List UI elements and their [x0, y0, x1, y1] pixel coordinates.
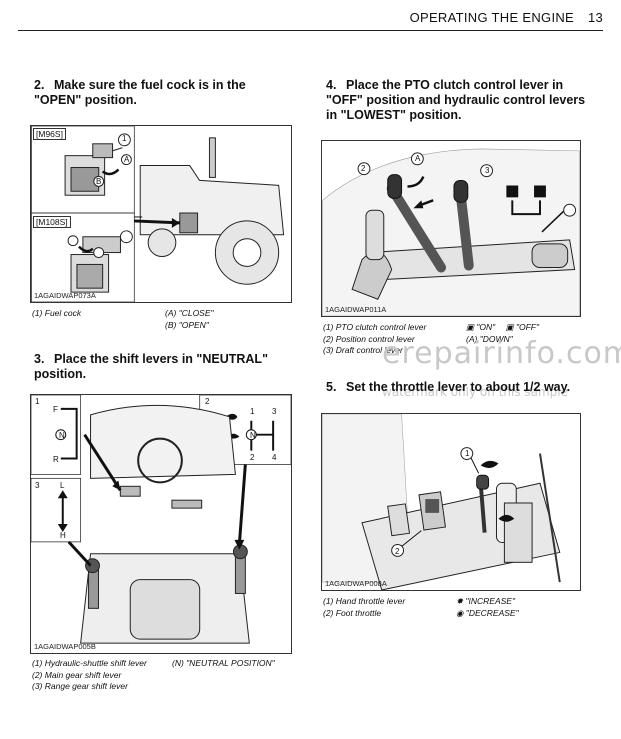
label-low: L — [60, 481, 65, 490]
caption-draft-control: (3) Draft control lever — [323, 345, 403, 355]
step-5: 5. Set the throttle lever to about 1/2 wa… — [326, 380, 596, 395]
gear-3-label: 3 — [272, 407, 277, 416]
figure-fuel-cock: [M96S] [M108S] 1 A B 1AGAIDWAP073A — [30, 125, 292, 303]
step-3: 3.Place the shift levers in "NEUTRAL" po… — [34, 352, 284, 382]
caption-increase: "INCREASE" — [465, 596, 516, 606]
pto-caption-left: (1) PTO clutch control lever (2) Positio… — [323, 322, 426, 357]
step-4: 4.Place the PTO clutch control lever in … — [326, 78, 596, 123]
shift-caption-right: (N) "NEUTRAL POSITION" — [172, 658, 275, 670]
pto-caption-right: ▣ "ON" ▣ "OFF" (A) "DOWN" — [466, 322, 539, 345]
shift-levers-illustration — [31, 395, 291, 644]
fuel-caption-right: (A) "CLOSE" (B) "OPEN" — [165, 308, 214, 331]
caption-hydraulic-shuttle: (1) Hydraulic-shuttle shift lever — [32, 658, 147, 668]
caption-down: (A) "DOWN" — [466, 333, 513, 344]
figure-id: 1AGAIDWAP073A — [34, 291, 96, 300]
step-3-text: Place the shift levers in "NEUTRAL" posi… — [34, 352, 268, 381]
step-2-number: 2. — [34, 78, 45, 92]
step-2-text: Make sure the fuel cock is in the "OPEN"… — [34, 78, 246, 107]
model-label-m96s: [M96S] — [33, 128, 66, 140]
throttle-illustration — [322, 414, 561, 590]
fuel-caption-left: (1) Fuel cock — [32, 308, 81, 320]
off-icon: ▣ — [505, 322, 514, 332]
callout-2: 2 — [395, 547, 400, 556]
caption-open: (B) "OPEN" — [165, 319, 209, 330]
step-5-number: 5. — [326, 380, 337, 394]
step-2: 2.Make sure the fuel cock is in the "OPE… — [34, 78, 264, 108]
gear-4-label: 4 — [272, 453, 277, 462]
turtle-icon: ◉ — [456, 607, 464, 618]
caption-neutral-position: (N) "NEUTRAL POSITION" — [172, 658, 275, 668]
header-title: OPERATING THE ENGINE — [409, 10, 575, 25]
gear-neutral-label: N — [250, 431, 256, 440]
caption-on: "ON" — [476, 322, 496, 332]
figure-id: 1AGAIDWAP005B — [34, 642, 96, 651]
caption-pto-clutch: (1) PTO clutch control lever — [323, 322, 427, 332]
caption-range-gear: (3) Range gear shift lever — [32, 681, 128, 691]
fuel-cock-illustration — [31, 126, 285, 302]
callout-1: 1 — [465, 449, 470, 458]
caption-main-gear: (2) Main gear shift lever — [32, 669, 122, 680]
caption-off: "OFF" — [515, 322, 540, 332]
gear-2-label: 2 — [250, 453, 255, 462]
caption-position-control: (2) Position control lever — [323, 333, 415, 344]
callout-1: 1 — [122, 134, 127, 143]
callout-a: A — [124, 155, 130, 164]
figure-throttle: 1 2 1AGAIDWAP008A — [321, 413, 581, 591]
callout-2: 2 — [205, 397, 210, 406]
label-reverse: R — [53, 455, 59, 464]
page-header: OPERATING THE ENGINE 13 — [410, 10, 603, 25]
caption-foot-throttle: (2) Foot throttle — [323, 607, 382, 618]
model-label-m108s: [M108S] — [33, 216, 71, 228]
step-5-text: Set the throttle lever to about 1/2 way. — [346, 380, 571, 394]
step-3-number: 3. — [34, 352, 45, 366]
callout-b: B — [96, 177, 102, 186]
shift-caption-left: (1) Hydraulic-shuttle shift lever (2) Ma… — [32, 658, 147, 693]
figure-pto-levers: A 2 3 1AGAIDWAP011A — [321, 140, 581, 317]
callout-2: 2 — [361, 164, 366, 173]
caption-hand-throttle: (1) Hand throttle lever — [323, 596, 406, 606]
figure-shift-levers: 1 F N R 3 L H 2 1 3 2 4 N 1AGAIDWAP005B — [30, 394, 292, 654]
page-number: 13 — [587, 10, 603, 25]
step-4-text: Place the PTO clutch control lever in "O… — [326, 78, 586, 122]
gear-1-label: 1 — [250, 407, 255, 416]
pto-levers-illustration — [322, 148, 580, 316]
callout-1: 1 — [35, 397, 40, 406]
figure-id: 1AGAIDWAP011A — [325, 305, 387, 314]
header-rule — [18, 30, 603, 31]
label-neutral: N — [59, 431, 65, 440]
throttle-caption-left: (1) Hand throttle lever (2) Foot throttl… — [323, 596, 405, 619]
on-icon: ▣ — [466, 322, 475, 332]
caption-close: (A) "CLOSE" — [165, 308, 214, 318]
caption-fuel-cock: (1) Fuel cock — [32, 308, 82, 318]
figure-id: 1AGAIDWAP008A — [325, 579, 387, 588]
callout-a: A — [415, 154, 421, 163]
watermark-note: watermark only on this sample — [382, 385, 569, 399]
rabbit-icon: ✸ — [456, 596, 464, 606]
caption-decrease: "DECREASE" — [465, 607, 519, 618]
callout-3: 3 — [485, 166, 490, 175]
watermark-site: erepairinfo.com — [382, 336, 621, 371]
callout-3: 3 — [35, 481, 40, 490]
throttle-caption-right: ✸ "INCREASE" ◉ "DECREASE" — [456, 596, 519, 619]
label-forward: F — [53, 405, 58, 414]
step-4-number: 4. — [326, 78, 337, 92]
label-high: H — [60, 531, 66, 540]
